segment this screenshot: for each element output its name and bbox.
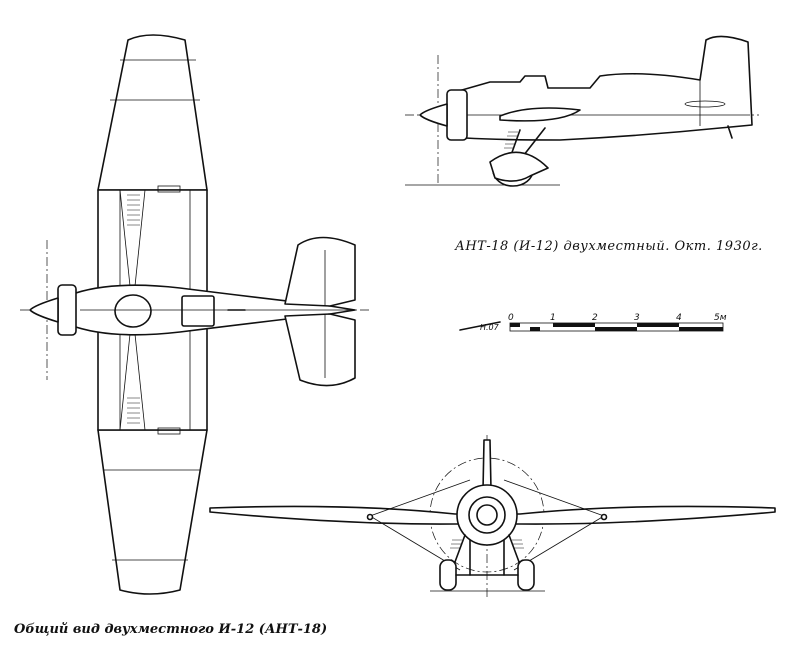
- scale-tick-1: 1: [550, 313, 556, 323]
- scale-tick-5: 5м: [714, 313, 727, 323]
- wing-section-side: [499, 107, 581, 122]
- oleo-hatch: [504, 131, 518, 149]
- scale-tick-4: 4: [676, 313, 682, 323]
- three-view-drawing: АНТ-18 (И-12) двухместный. Окт. 1930г. Н…: [20, 34, 776, 598]
- scale-tick-0: 0: [508, 313, 514, 323]
- aileron-hatch-top: [127, 194, 140, 226]
- aileron-hatch-bottom: [127, 397, 140, 424]
- scale-bar: Н.07 0 1 2 3 4 5м: [459, 313, 727, 332]
- fuselage-side: [454, 35, 753, 141]
- lower-wing-panel: [97, 429, 208, 595]
- wheel-front-right: [517, 559, 535, 591]
- propeller-spinner-top: [29, 297, 59, 323]
- rear-cockpit: [181, 295, 215, 327]
- side-view: [405, 35, 760, 187]
- wheel-front-left: [439, 559, 457, 591]
- stabilizer-upper: [284, 236, 356, 307]
- engine-cowl-top: [57, 284, 77, 336]
- fin-front: [482, 439, 492, 491]
- scale-note: Н.07: [480, 323, 500, 332]
- figure-caption: Общий вид двухместного И-12 (АНТ-18): [14, 622, 328, 637]
- top-view: [20, 34, 370, 595]
- scale-tick-3: 3: [634, 313, 640, 323]
- front-cockpit: [114, 294, 152, 328]
- propeller-spinner-side: [419, 103, 448, 127]
- drawing-title: АНТ-18 (И-12) двухместный. Окт. 1930г.: [454, 239, 763, 254]
- front-view: [209, 435, 776, 598]
- engine-cowl-side: [446, 89, 468, 141]
- stabilizer-lower: [284, 313, 356, 387]
- gear-hatch-front: [450, 539, 524, 549]
- scale-tick-2: 2: [592, 313, 598, 323]
- upper-wing-panel: [97, 34, 208, 191]
